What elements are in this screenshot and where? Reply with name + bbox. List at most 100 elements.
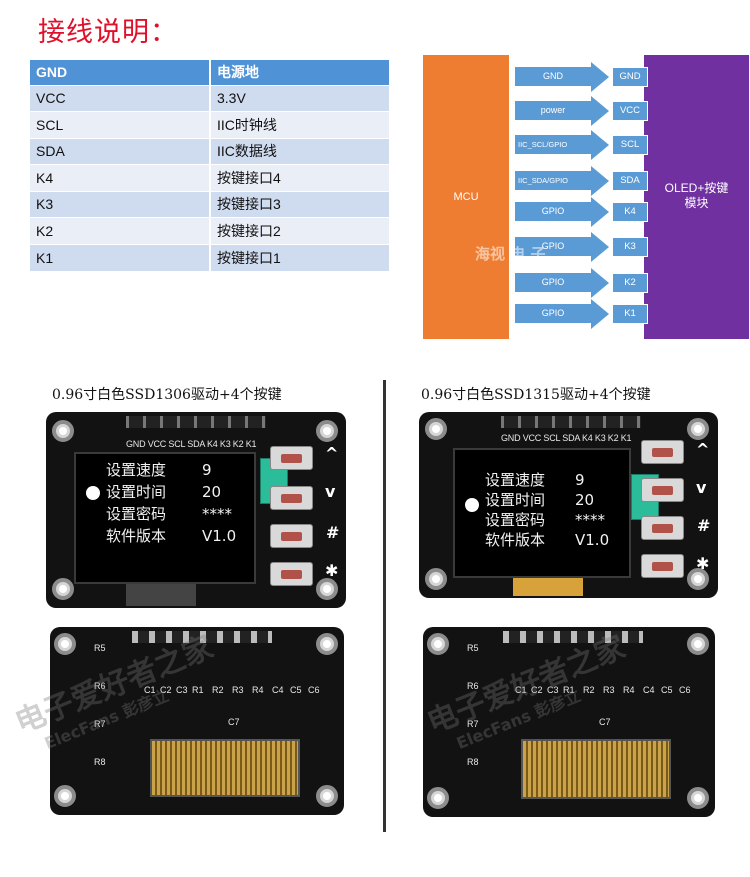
pin-function: 按键接口3 [210, 190, 391, 218]
mount-hole-icon [52, 420, 74, 442]
menu-item-value: V1.0 [575, 531, 610, 549]
menu-item-label: 设置密码 [485, 511, 546, 529]
key-down-button[interactable] [270, 486, 313, 510]
silk-label: R5 [467, 643, 479, 653]
mount-hole-icon [687, 787, 709, 809]
right-caption: 0.96寸白色SSD1315驱动+4个按键 [421, 387, 651, 403]
silk-label: C1 [515, 685, 527, 695]
key-up-button[interactable] [641, 440, 684, 464]
mcu-label: MCU [453, 191, 479, 203]
key-hash-button[interactable] [641, 516, 684, 540]
mcu-block [423, 55, 509, 339]
pin-function: 按键接口2 [210, 217, 391, 244]
fpc-connector [521, 739, 671, 799]
menu-item-value: 20 [575, 491, 595, 509]
mount-hole-icon [316, 785, 338, 807]
silk-label: R5 [94, 643, 106, 653]
silk-label: R7 [94, 719, 106, 729]
mount-hole-icon [427, 787, 449, 809]
silk-label: C2 [531, 685, 543, 695]
oled-label-line2: 模块 [684, 196, 709, 210]
arrow-head-icon [591, 62, 609, 92]
silk-label: C6 [308, 685, 320, 695]
pin-box-scl: SCL [612, 135, 648, 155]
pin-name: K2 [30, 217, 211, 244]
down-arrow-icon: v [696, 478, 707, 497]
silk-label: R4 [252, 685, 264, 695]
key-up-button[interactable] [270, 446, 313, 470]
right-board-back: R5 R6 R7 R8 C1 C2 C3 R1 R2 R3 R4 C4 C5 C… [423, 627, 715, 817]
oled-screen: 设置速度 9 设置时间 20 设置密码 **** 软件版本 V1.0 [453, 448, 631, 578]
silk-label: C2 [160, 685, 172, 695]
silk-label: R7 [467, 719, 479, 729]
oled-module-label: OLED+按键 模块 [644, 181, 749, 211]
mount-hole-icon [687, 418, 709, 440]
right-board-front: GND VCC SCL SDA K4 K3 K2 K1 设置速度 9 设置时间 … [419, 412, 718, 598]
menu-cursor-icon [465, 498, 479, 512]
arrow-head-icon [591, 130, 609, 160]
mount-hole-icon [316, 578, 338, 600]
silk-label: R1 [192, 685, 204, 695]
arrow-gpio-k3: GPIO [515, 237, 591, 256]
section-divider [383, 380, 386, 832]
pin-box-sda: SDA [612, 171, 648, 191]
arrow-head-icon [591, 197, 609, 227]
pin-box-gnd: GND [612, 67, 648, 87]
arrow-head-icon [591, 299, 609, 329]
pin-box-k1: K1 [612, 304, 648, 324]
silk-label: R1 [563, 685, 575, 695]
mount-hole-icon [425, 568, 447, 590]
key-down-button[interactable] [641, 478, 684, 502]
up-arrow-icon: ^ [696, 440, 710, 459]
mount-hole-icon [52, 578, 74, 600]
silk-label: C3 [176, 685, 188, 695]
silk-label: C1 [144, 685, 156, 695]
mount-hole-icon [54, 785, 76, 807]
pin-name: K3 [30, 190, 211, 218]
arrow-scl: IIC_SCL/GPIO [515, 135, 591, 154]
silk-label: R2 [583, 685, 595, 695]
menu-item-label: 软件版本 [485, 531, 546, 549]
arrow-gpio-k4: GPIO [515, 202, 591, 221]
up-arrow-icon: ^ [325, 444, 339, 463]
menu-cursor-icon [86, 486, 100, 500]
silk-label: C3 [547, 685, 559, 695]
silk-label: C4 [643, 685, 655, 695]
pin-header [501, 416, 641, 428]
pin-header [503, 631, 643, 643]
silk-label: C5 [290, 685, 302, 695]
mount-hole-icon [427, 633, 449, 655]
menu-item-label: 软件版本 [106, 527, 167, 545]
header-pin: GND [30, 60, 211, 85]
star-icon: ✱ [696, 554, 710, 573]
left-board-front: GND VCC SCL SDA K4 K3 K2 K1 设置速度 9 设置时间 … [46, 412, 346, 608]
menu-item-value: **** [202, 505, 232, 523]
silk-label: C7 [599, 717, 611, 727]
menu-item-value: 9 [202, 461, 212, 479]
hash-icon: # [697, 516, 711, 535]
arrow-sda: IIC_SDA/GPIO [515, 171, 591, 190]
pin-function: 按键接口1 [210, 243, 391, 271]
silk-label: R6 [94, 681, 106, 691]
pin-name: SCL [30, 111, 211, 138]
wiring-diagram: MCU OLED+按键 模块 GND GND power VCC IIC_SCL… [423, 55, 749, 341]
silk-label: C4 [272, 685, 284, 695]
pin-box-k4: K4 [612, 202, 648, 222]
pin-box-k3: K3 [612, 237, 648, 257]
silk-label: R2 [212, 685, 224, 695]
arrow-head-icon [591, 96, 609, 126]
oled-menu: 设置速度 9 设置时间 20 设置密码 **** 软件版本 V1.0 [106, 460, 256, 560]
key-star-button[interactable] [270, 562, 313, 586]
hash-icon: # [326, 523, 340, 542]
pin-name: VCC [30, 84, 211, 112]
arrow-power: power [515, 101, 591, 120]
pin-table-header: GND 电源地 [30, 60, 391, 85]
key-hash-button[interactable] [270, 524, 313, 548]
mount-hole-icon [316, 633, 338, 655]
arrow-head-icon [591, 166, 609, 196]
oled-menu: 设置速度 9 设置时间 20 设置密码 **** 软件版本 V1.0 [485, 470, 631, 570]
key-star-button[interactable] [641, 554, 684, 578]
